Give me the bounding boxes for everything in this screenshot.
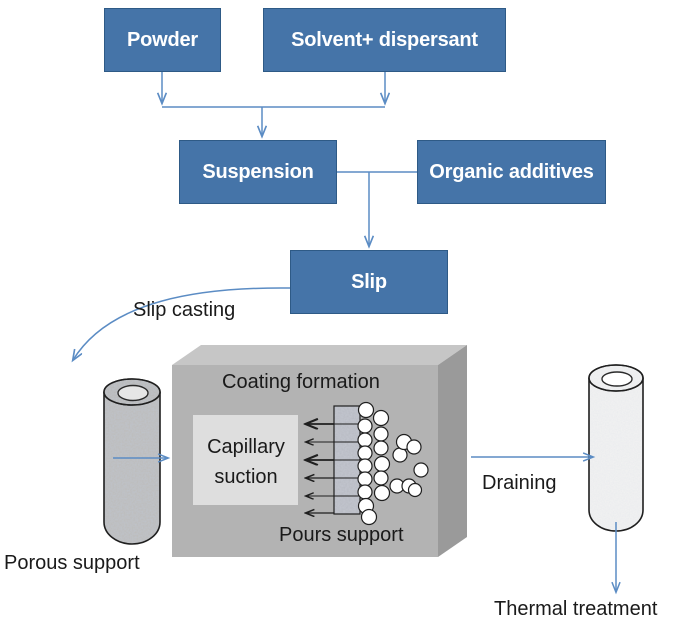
process-box-organic-additives[interactable]: Organic additives bbox=[417, 140, 606, 204]
step-label-slip-casting: Slip casting bbox=[133, 299, 235, 322]
process-box-slip-label: Slip bbox=[351, 271, 387, 293]
process-box-suspension[interactable]: Suspension bbox=[179, 140, 337, 204]
process-box-suspension-label: Suspension bbox=[202, 161, 314, 183]
process-box-solvent[interactable]: Solvent+ dispersant bbox=[263, 8, 506, 72]
process-box-powder-label: Powder bbox=[126, 29, 199, 51]
capillary-suction-line-2: suction bbox=[214, 466, 278, 488]
slip-casting-text: Slip casting bbox=[133, 299, 236, 321]
coating-formation-text: Coating formation bbox=[222, 371, 380, 393]
process-box-powder[interactable]: Powder bbox=[104, 8, 221, 72]
step-label-draining: Draining bbox=[482, 472, 556, 495]
thermal-treatment-text: Thermal treatment bbox=[494, 598, 658, 620]
draining-text: Draining bbox=[482, 472, 557, 494]
block-label-capillary-suction: Capillary suction bbox=[200, 432, 292, 492]
process-box-slip[interactable]: Slip bbox=[290, 250, 448, 314]
block-label-coating-formation: Coating formation bbox=[222, 371, 380, 394]
pours-support-text: Pours support bbox=[279, 524, 404, 546]
porous-support-text: Porous support bbox=[4, 552, 140, 574]
object-label-porous-support: Porous support bbox=[4, 552, 140, 575]
process-box-solvent-label: Solvent+ dispersant bbox=[291, 29, 478, 51]
process-box-organic-additives-label: Organic additives bbox=[429, 161, 594, 183]
step-label-thermal-treatment: Thermal treatment bbox=[494, 598, 657, 621]
block-label-pours-support: Pours support bbox=[279, 524, 404, 547]
capillary-suction-panel bbox=[193, 415, 298, 505]
capillary-suction-line-1: Capillary bbox=[207, 436, 285, 458]
